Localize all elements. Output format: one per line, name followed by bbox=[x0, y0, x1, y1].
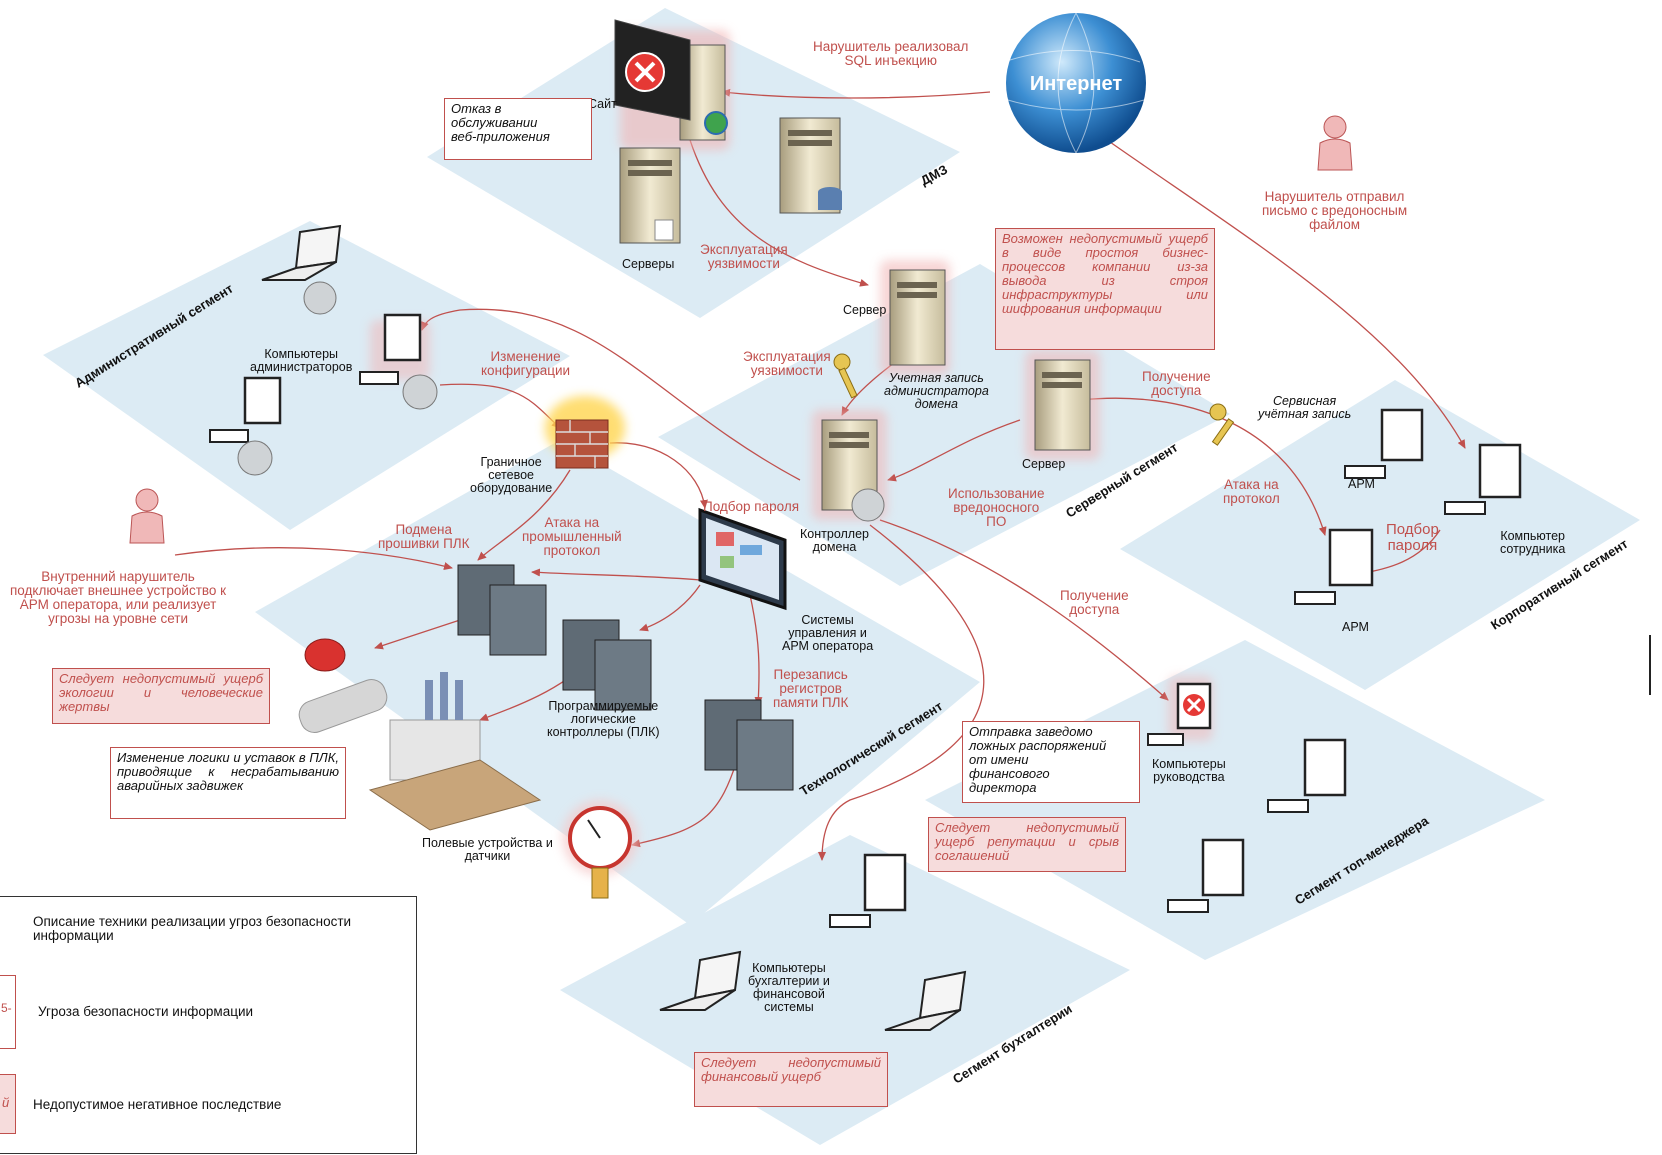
arrow-insider bbox=[174, 547, 453, 570]
arm-top-icon bbox=[1344, 408, 1424, 479]
valve-icon bbox=[298, 638, 388, 733]
mgmt-pc-icon bbox=[1147, 676, 1213, 746]
threat-insider: Внутренний нарушитель подключает внешнее… bbox=[10, 569, 227, 626]
legend-consequence-swatch-text: й bbox=[2, 1095, 10, 1110]
threat-exploit-2: Эксплуатация уязвимости bbox=[743, 349, 831, 378]
arrow-dc-to-mgmt bbox=[879, 519, 1169, 701]
label-firewall: Граничное сетевое оборудование bbox=[470, 455, 553, 495]
threat-access-2: Получение доступа bbox=[1060, 588, 1129, 617]
arrow-site-to-server bbox=[689, 139, 869, 287]
box-reputation: Следует недопустимый ущерб репутации и с… bbox=[928, 817, 1126, 872]
legend: Описание техники реализации угроз безопа… bbox=[0, 896, 417, 1154]
box-ecology: Следует недопустимый ущерб экологии и че… bbox=[52, 668, 270, 724]
accounting-laptop-2-icon bbox=[884, 970, 967, 1031]
box-finance: Следует недопустимый финансовый ущерб bbox=[694, 1052, 888, 1107]
domain-controller-icon bbox=[812, 410, 887, 522]
admin-workstation-icon bbox=[359, 313, 438, 410]
label-server-2: Сервер bbox=[1022, 457, 1066, 471]
site-server-icon bbox=[614, 19, 730, 150]
arrow-scada-to-plc3 bbox=[749, 594, 763, 706]
plane-dmz bbox=[427, 8, 960, 318]
intruder-person-icon bbox=[1317, 115, 1353, 171]
arrow-dc-to-admin bbox=[421, 308, 801, 481]
server-2-icon bbox=[1025, 350, 1100, 460]
server-1-icon bbox=[880, 260, 950, 375]
box-dos: Отказ в обслуживании веб-приложения bbox=[444, 98, 592, 160]
arrow-sql bbox=[721, 88, 991, 99]
employee-pc-icon bbox=[1444, 443, 1522, 515]
legend-technique-text: Описание техники реализации угроз безопа… bbox=[33, 914, 352, 943]
box-plc-logic: Изменение логики и уставок в ПЛК, привод… bbox=[110, 747, 346, 819]
top-pc-1-icon bbox=[1267, 738, 1347, 813]
arrow-scada-to-plc1 bbox=[531, 568, 701, 581]
db-server-icon bbox=[779, 117, 842, 214]
label-employee-pc: Компьютер сотрудника bbox=[1500, 529, 1566, 556]
threat-malware: Использование вредоносного ПО bbox=[948, 486, 1045, 529]
admin-workstation-2-icon bbox=[209, 376, 282, 476]
box-business-damage: Возможен недопустимый ущерб в виде прост… bbox=[995, 228, 1215, 350]
box-fake-orders: Отправка заведомо ложных распоряжений от… bbox=[962, 721, 1140, 803]
label-plc: Программируемые логические контроллеры (… bbox=[547, 699, 660, 739]
threat-password-1: Подбор пароля bbox=[1386, 521, 1439, 554]
threat-industrial-protocol: Атака на промышленный протокол bbox=[522, 515, 622, 558]
arrow-fw-to-plc bbox=[477, 469, 571, 561]
label-service-account: Сервисная учётная запись bbox=[1258, 394, 1352, 421]
plane-admin bbox=[43, 221, 570, 530]
threat-plc-firmware: Подмена прошивки ПЛК bbox=[378, 522, 470, 551]
service-account-key-icon bbox=[1209, 403, 1235, 446]
plane-top bbox=[925, 640, 1545, 960]
top-pc-2-icon bbox=[1167, 838, 1245, 913]
label-domain-controller: Контроллер домена bbox=[800, 527, 869, 554]
internet-globe-icon bbox=[1006, 12, 1146, 154]
legend-threat-swatch: 5- bbox=[0, 975, 16, 1049]
legend-consequence-swatch: й bbox=[0, 1074, 16, 1134]
scada-screen-icon bbox=[698, 507, 787, 611]
label-server-1: Сервер bbox=[843, 303, 887, 317]
label-site: Сайт bbox=[588, 97, 617, 111]
threat-exploit-1: Эксплуатация уязвимости bbox=[700, 242, 788, 271]
admin-laptop-icon bbox=[261, 224, 342, 315]
threat-phish: Нарушитель отправил письмо с вредоносным… bbox=[1262, 189, 1408, 232]
plc-rack-2-icon bbox=[562, 619, 652, 711]
legend-threat-text: Угроза безопасности информации bbox=[38, 1004, 254, 1019]
arrow-plc-to-gauge bbox=[631, 749, 741, 848]
plc-rack-3-icon bbox=[704, 699, 794, 791]
label-scada: Системы управления и АРМ оператора bbox=[782, 613, 874, 653]
threat-plc-memory: Перезапись регистров памяти ПЛК bbox=[773, 667, 849, 710]
arrow-dc-to-accounting bbox=[818, 524, 985, 861]
arrow-server2-to-dc bbox=[887, 419, 1021, 482]
label-arm-top: АРМ bbox=[1348, 477, 1375, 491]
threat-config: Изменение конфигурации bbox=[481, 349, 571, 378]
label-accounting-pcs: Компьютеры бухгалтерии и финансовой сист… bbox=[748, 961, 830, 1014]
arrow-phish bbox=[1109, 141, 1466, 449]
label-admin-pcs: Компьютеры администраторов bbox=[250, 347, 353, 374]
accounting-laptop-1-icon bbox=[659, 950, 742, 1011]
threat-access-1: Получение доступа bbox=[1142, 369, 1211, 398]
accounting-pc-icon bbox=[829, 853, 907, 928]
threat-password-2: Подбор пароля bbox=[703, 499, 800, 514]
label-internet: Интернет bbox=[1029, 73, 1123, 95]
arrow-plc-to-valve bbox=[374, 619, 461, 650]
label-field-devices: Полевые устройства и датчики bbox=[422, 836, 553, 863]
factory-icon bbox=[368, 672, 542, 831]
threat-protocol-attack: Атака на протокол bbox=[1223, 477, 1280, 506]
pressure-gauge-icon bbox=[562, 800, 638, 899]
plc-rack-1-icon bbox=[457, 564, 547, 656]
label-domain-admin-account: Учетная запись администратора домена bbox=[884, 371, 989, 411]
arm-bottom-icon bbox=[1294, 528, 1374, 605]
label-mgmt-pcs: Компьютеры руководства bbox=[1152, 757, 1226, 784]
dmz-server-icon bbox=[619, 147, 681, 244]
firewall-icon bbox=[545, 396, 625, 469]
legend-threat-swatch-text: 5- bbox=[1, 1001, 12, 1015]
arrow-scada-to-plc2 bbox=[639, 584, 701, 632]
threat-sql: Нарушитель реализовал SQL инъекцию bbox=[813, 39, 969, 68]
label-servers: Серверы bbox=[622, 257, 675, 271]
arrow-fw-to-scada bbox=[609, 442, 708, 509]
insider-person-icon bbox=[129, 488, 165, 544]
label-arm-bottom: АРМ bbox=[1342, 620, 1369, 634]
domain-admin-key-icon bbox=[833, 353, 858, 399]
legend-consequence-text: Недопустимое негативное последствие bbox=[33, 1097, 282, 1112]
